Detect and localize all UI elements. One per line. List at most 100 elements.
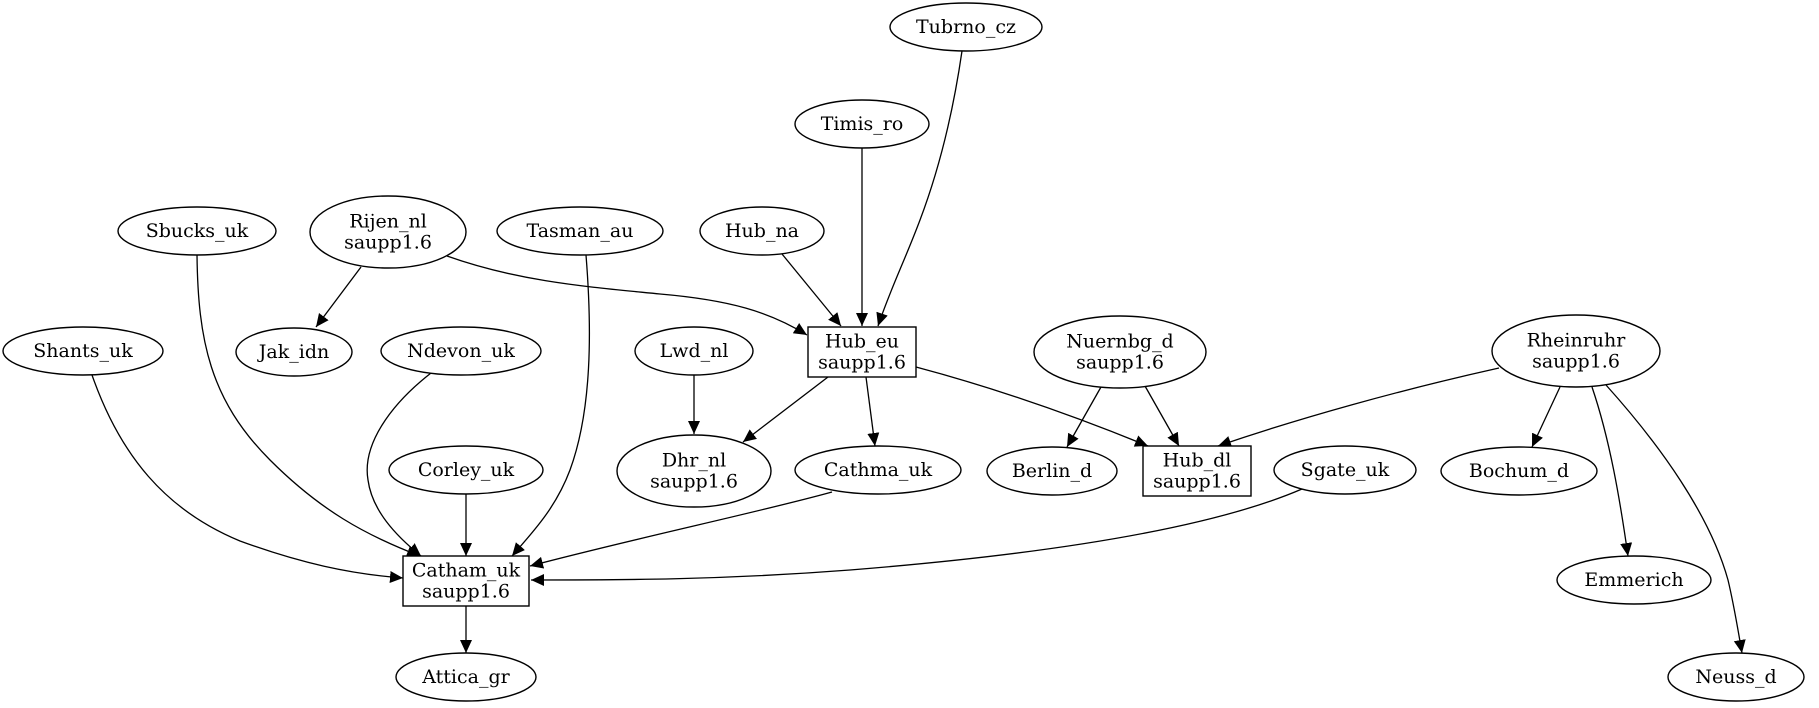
node-label: saupp1.6 (1153, 471, 1241, 493)
edge-ndevon_uk-to-catham_uk (366, 372, 432, 557)
node-ellipse (496, 206, 664, 256)
edge-cathma_uk-to-catham_uk (529, 491, 833, 569)
node-lwd-nl: Lwd_nl (634, 326, 754, 376)
node-corley-uk: Corley_uk (388, 445, 544, 495)
node-bochum-d: Bochum_d (1440, 446, 1598, 496)
node-label: Dhr_nl (662, 450, 726, 472)
node-label: saupp1.6 (1076, 352, 1164, 374)
edge-nuernbg_d-to-hub_dl (1144, 385, 1180, 447)
node-timis-ro: Timis_ro (794, 99, 930, 149)
edge-rijen_nl-to-hub_eu (446, 255, 808, 336)
node-ellipse (1440, 446, 1598, 496)
node-label: Tasman_au (527, 220, 634, 242)
node-label: Ndevon_uk (407, 340, 515, 362)
node-label: Nuernbg_d (1066, 331, 1173, 353)
node-ndevon-uk: Ndevon_uk (380, 326, 542, 376)
node-label: saupp1.6 (422, 581, 510, 603)
node-tasman-au: Tasman_au (496, 206, 664, 256)
node-label: Tubrno_cz (916, 16, 1016, 38)
node-berlin-d: Berlin_d (986, 446, 1118, 496)
node-neuss-d: Neuss_d (1667, 652, 1805, 702)
node-label: Sbucks_uk (146, 220, 249, 242)
node-ellipse (1491, 314, 1661, 388)
node-label: Timis_ro (821, 113, 904, 135)
node-ellipse (986, 446, 1118, 496)
node-hub-na: Hub_na (699, 206, 825, 256)
node-label: Corley_uk (418, 459, 515, 481)
edge-hub_eu-to-hub_dl (915, 366, 1149, 447)
node-label: saupp1.6 (344, 232, 432, 254)
node-box (1142, 445, 1252, 497)
node-box (402, 555, 530, 607)
node-attica-gr: Attica_gr (395, 652, 537, 702)
node-label: saupp1.6 (650, 471, 738, 493)
node-label: Hub_eu (825, 331, 899, 353)
node-label: Attica_gr (421, 666, 510, 688)
node-label: Hub_dl (1163, 450, 1232, 472)
node-label: Emmerich (1584, 569, 1683, 591)
edge-tubrno_cz-to-hub_eu (876, 50, 963, 327)
node-label: Hub_na (725, 220, 799, 242)
node-ellipse (794, 99, 930, 149)
edge-hub_eu-to-cathma_uk (865, 376, 880, 447)
edge-shants_uk-to-catham_uk (91, 374, 404, 584)
node-label: Lwd_nl (660, 340, 729, 362)
node-shants-uk: Shants_uk (2, 326, 164, 376)
node-label: Jak_idn (257, 341, 329, 363)
edge-rheinruhr-to-bochum_d (1531, 386, 1561, 448)
node-label: Berlin_d (1012, 460, 1092, 482)
edge-rijen_nl-to-jak_idn (315, 266, 362, 328)
edge-tasman_au-to-catham_uk (511, 254, 591, 557)
node-ellipse (2, 326, 164, 376)
node-ellipse (1556, 555, 1712, 605)
node-label: Neuss_d (1695, 666, 1776, 688)
edge-rheinruhr-to-hub_dl (1217, 367, 1500, 448)
node-ellipse (395, 652, 537, 702)
node-ellipse (388, 445, 544, 495)
edge-rheinruhr-to-neuss_d (1605, 384, 1746, 654)
edge-nuernbg_d-to-berlin_d (1066, 386, 1102, 448)
edge-sgate_uk-to-catham_uk (530, 488, 1303, 586)
node-ellipse (235, 327, 353, 377)
node-label: Rheinruhr (1527, 330, 1627, 352)
edge-sbucks_uk-to-catham_uk (196, 254, 421, 557)
node-label: Cathma_uk (824, 459, 933, 481)
node-sbucks-uk: Sbucks_uk (117, 206, 277, 256)
node-label: saupp1.6 (818, 352, 906, 374)
edges (91, 50, 1746, 654)
node-ellipse (380, 326, 542, 376)
node-label: Rijen_nl (349, 211, 427, 233)
node-label: Sgate_uk (1301, 459, 1390, 481)
edge-hub_na-to-hub_eu (781, 253, 842, 327)
node-jak-idn: Jak_idn (235, 327, 353, 377)
node-ellipse (309, 195, 467, 269)
node-label: Shants_uk (33, 340, 133, 362)
node-tubrno-cz: Tubrno_cz (889, 2, 1043, 52)
node-ellipse (1273, 445, 1417, 495)
node-label: saupp1.6 (1532, 351, 1620, 373)
node-sgate-uk: Sgate_uk (1273, 445, 1417, 495)
node-box (807, 326, 917, 378)
node-ellipse (794, 445, 962, 495)
edge-hub_eu-to-dhr_nl (742, 376, 829, 443)
node-ellipse (1033, 315, 1207, 389)
node-ellipse (1667, 652, 1805, 702)
node-label: Catham_uk (412, 560, 521, 582)
edge-rheinruhr-to-emmerich (1591, 386, 1633, 557)
node-emmerich: Emmerich (1556, 555, 1712, 605)
node-ellipse (117, 206, 277, 256)
node-cathma-uk: Cathma_uk (794, 445, 962, 495)
node-ellipse (699, 206, 825, 256)
node-ellipse (616, 434, 772, 508)
node-label: Bochum_d (1469, 460, 1569, 482)
node-ellipse (889, 2, 1043, 52)
node-ellipse (634, 326, 754, 376)
